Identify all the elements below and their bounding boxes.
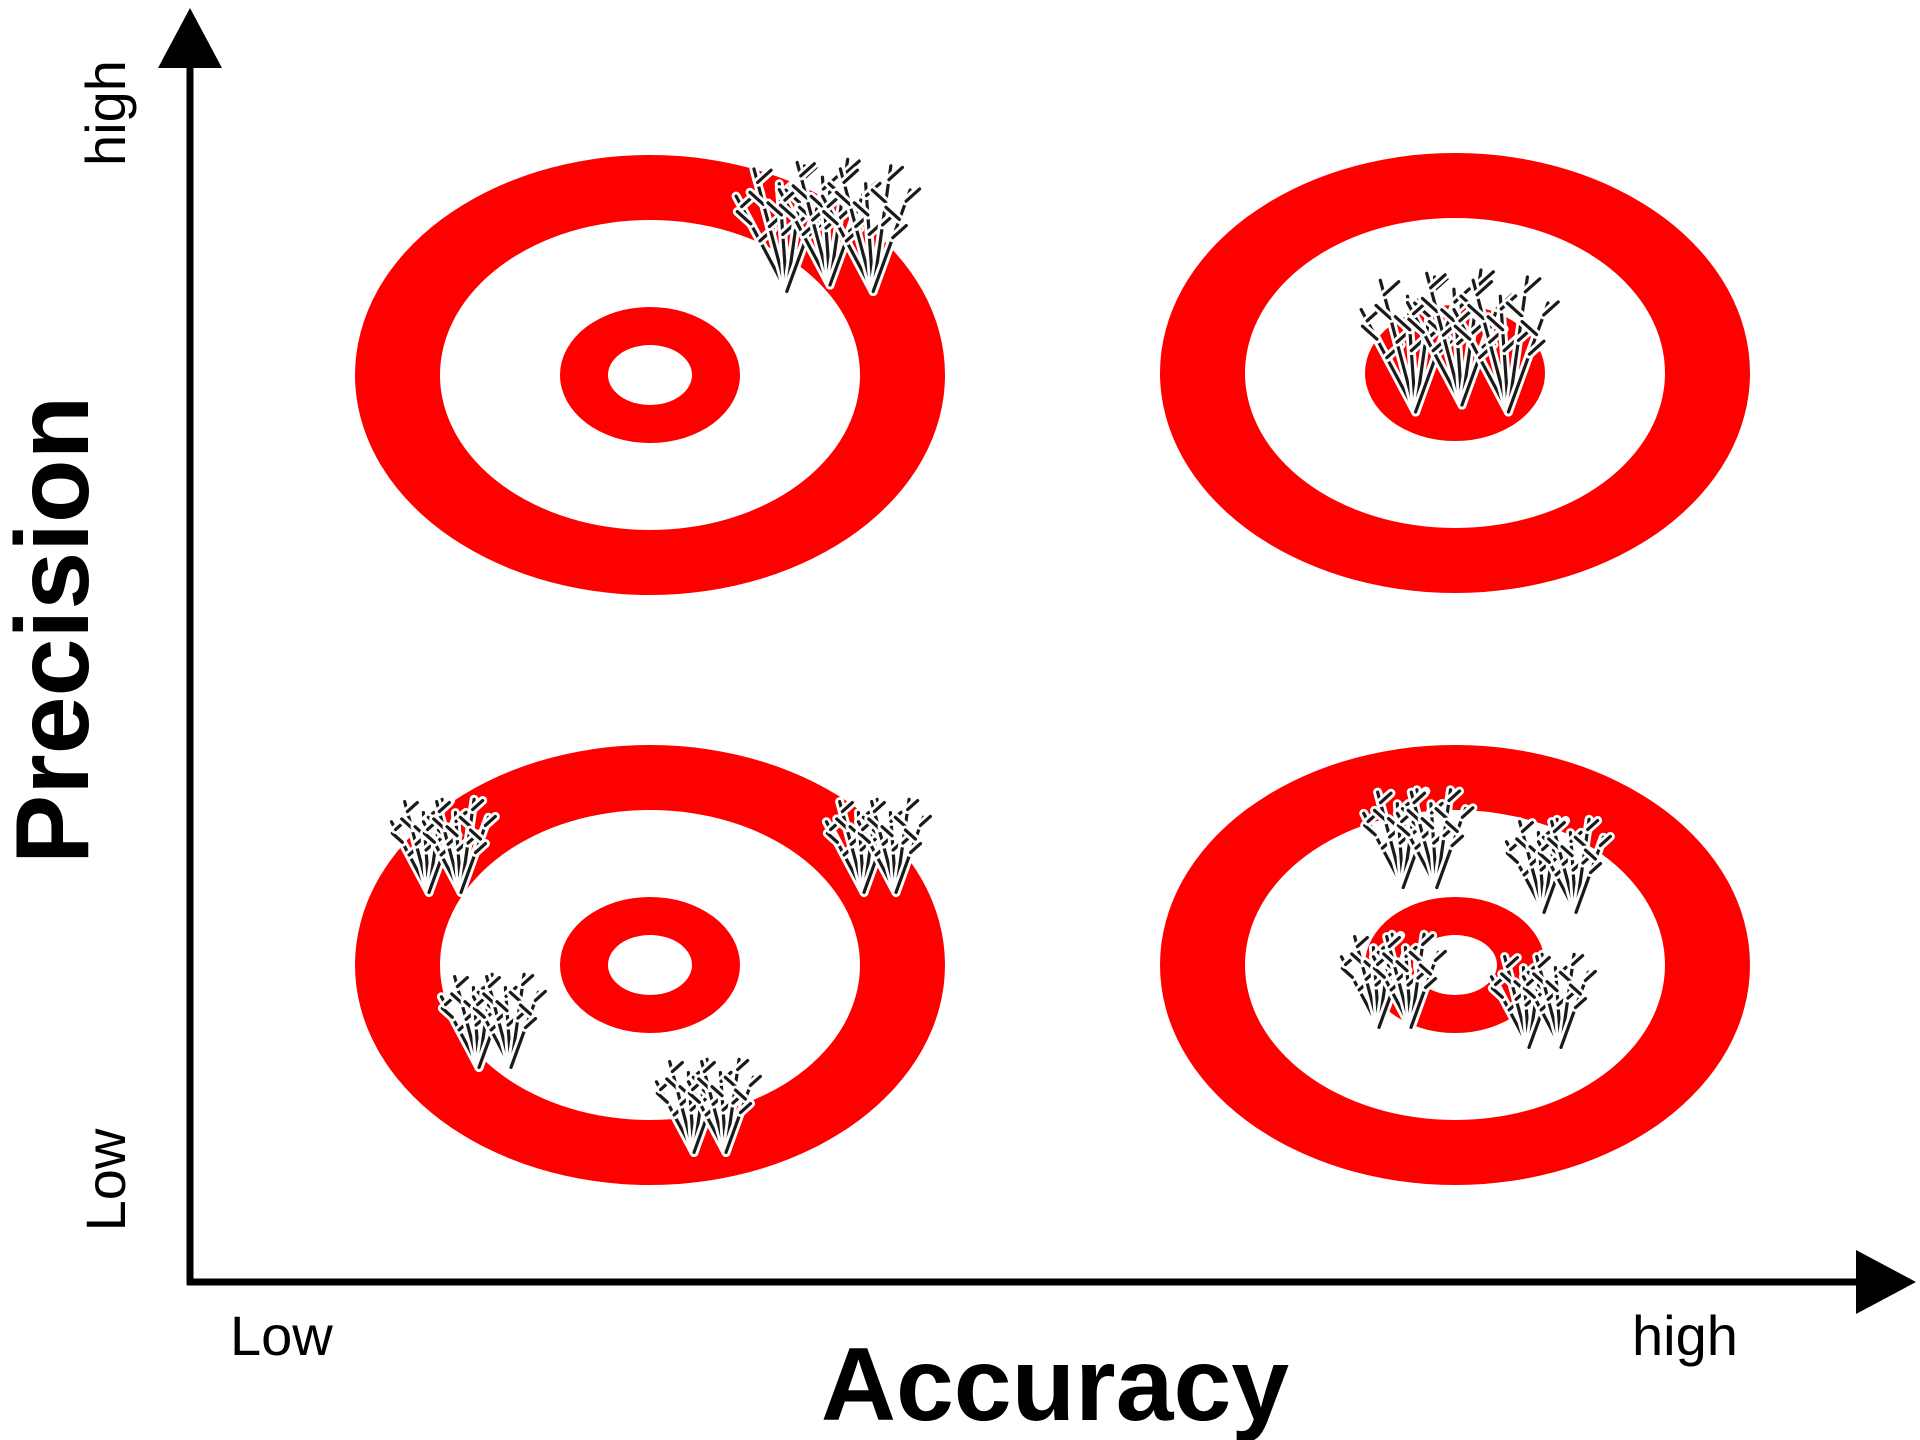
y-axis-low-label: Low <box>74 1128 137 1231</box>
x-axis-arrowhead <box>1856 1250 1916 1314</box>
y-axis-high-label: high <box>74 60 137 166</box>
x-axis-title: Accuracy <box>821 1327 1289 1440</box>
target-bottom-right <box>1160 745 1750 1185</box>
x-axis-low-label: Low <box>230 1304 333 1367</box>
bullseye-center <box>608 935 692 995</box>
y-axis-title: Precision <box>0 396 111 864</box>
targets <box>355 153 1750 1185</box>
x-axis-high-label: high <box>1632 1304 1738 1367</box>
bullseye-center <box>608 345 692 405</box>
y-axis-arrowhead <box>158 8 222 68</box>
